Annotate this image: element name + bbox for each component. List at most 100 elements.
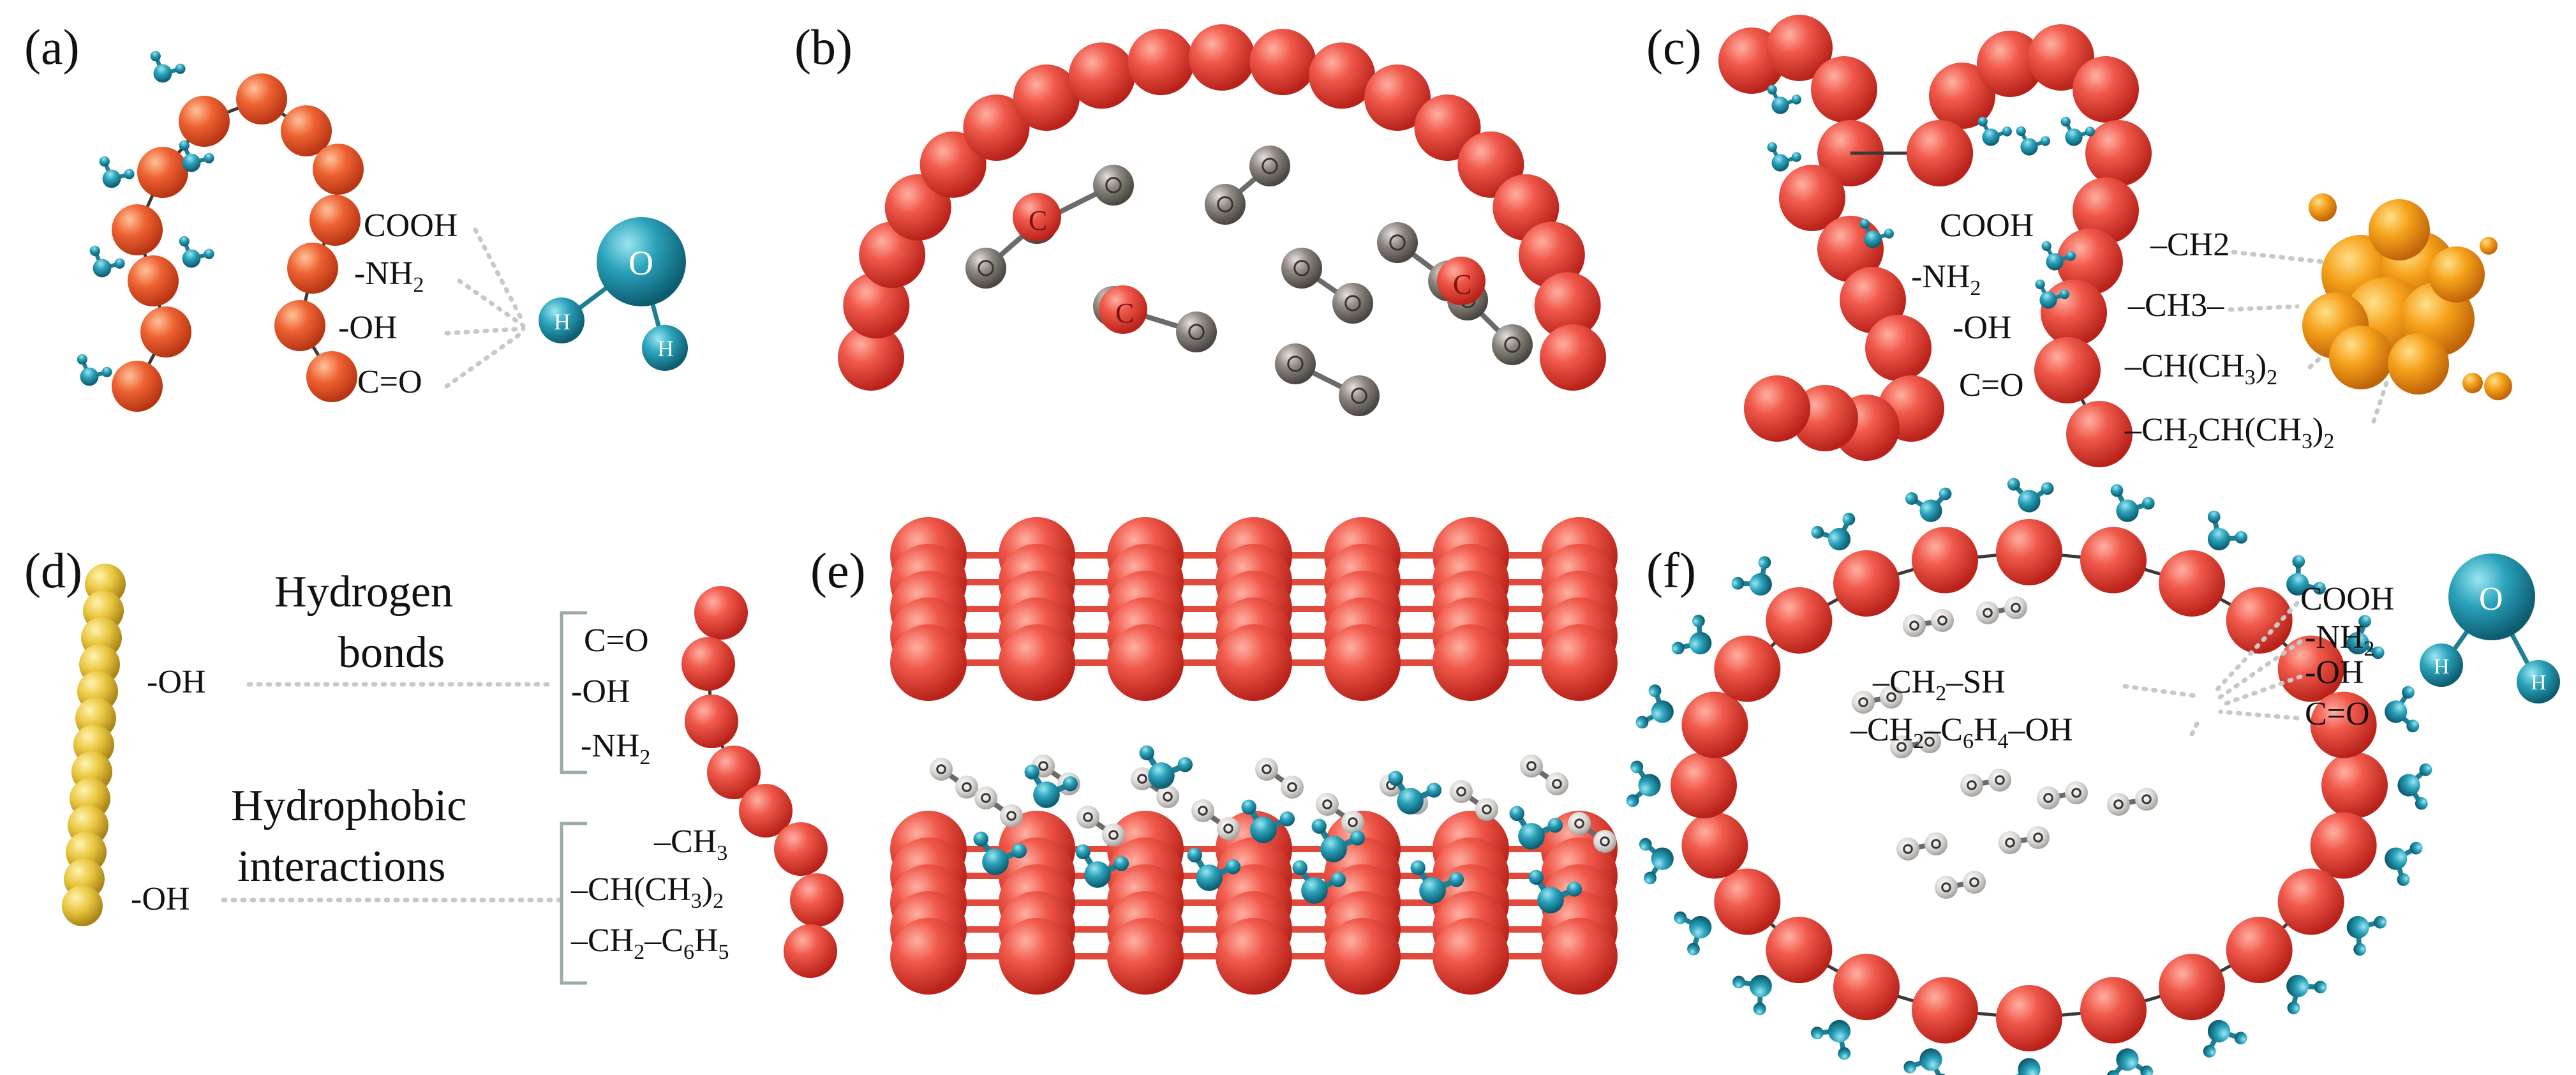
water-hydrogen xyxy=(1547,818,1563,833)
water-hydrogen xyxy=(2035,279,2045,290)
atom-mark xyxy=(1083,812,1093,822)
amino-acid-bead xyxy=(137,147,188,198)
lattice-bead xyxy=(1107,918,1184,995)
polymer-bead xyxy=(2041,280,2107,346)
water-oxygen xyxy=(2116,499,2139,522)
water-hydrogen xyxy=(179,140,190,151)
panel-a-water-molecule: O H H xyxy=(539,217,688,371)
water-molecule xyxy=(1292,860,1346,904)
water-hydrogen xyxy=(1626,794,1639,808)
gas-atom xyxy=(1249,146,1290,186)
water-hydrogen xyxy=(1977,116,1988,127)
atom-mark xyxy=(1896,742,1907,752)
panel-f-water-h2: H xyxy=(2531,671,2547,695)
panel-f-label: (f) xyxy=(1646,543,1696,598)
panel-e: (e) xyxy=(810,517,1618,995)
water-molecule xyxy=(1731,556,1772,596)
gas-atom xyxy=(1176,312,1217,352)
lattice-bead xyxy=(1541,918,1618,995)
water-oxygen xyxy=(1537,887,1564,913)
panel-a-water-h2: H xyxy=(657,336,674,361)
amino-acid-bead xyxy=(287,243,338,294)
polymer-bead xyxy=(1766,15,1833,81)
amino-acid-bead xyxy=(681,637,735,691)
polymer-bead xyxy=(1714,868,1781,935)
panel-d-hbond-title-2: bonds xyxy=(338,628,445,677)
polymer-bead xyxy=(2080,527,2147,594)
water-oxygen xyxy=(80,367,99,386)
water-oxygen xyxy=(1518,823,1545,850)
water-hydrogen xyxy=(101,366,112,377)
hydrophobic-bead xyxy=(2429,246,2485,303)
water-molecule xyxy=(1024,764,1078,808)
water-hydrogen xyxy=(1630,760,1644,774)
atom-mark xyxy=(962,782,972,792)
water-hydrogen xyxy=(2235,530,2248,544)
water-hydrogen xyxy=(1731,576,1745,590)
amino-acid-bead xyxy=(790,873,844,927)
panel-d-label: (d) xyxy=(24,543,82,598)
atom-mark xyxy=(1351,387,1367,404)
water-hydrogen xyxy=(2358,615,2371,628)
gas-atom xyxy=(1332,283,1373,324)
water-molecule xyxy=(2207,510,2248,551)
water-hydrogen xyxy=(2141,497,2155,510)
amino-acid-bead xyxy=(306,351,357,402)
panel-d-hydrophobic-title-2: interactions xyxy=(237,842,446,891)
water-molecule xyxy=(2286,975,2327,1014)
gas-atom xyxy=(2004,596,2027,619)
water-oxygen xyxy=(2346,631,2369,655)
gas-atom xyxy=(1890,735,1913,758)
gas-molecule xyxy=(1076,806,1125,846)
panel-a-group-cooh: COOH xyxy=(364,207,458,244)
water-hydrogen xyxy=(2292,555,2305,568)
water-molecule xyxy=(2346,615,2385,659)
gas-atom xyxy=(1545,772,1568,795)
gas-atom xyxy=(1492,324,1533,365)
water-hydrogen xyxy=(1567,882,1582,897)
water-molecule xyxy=(77,354,112,386)
water-hydrogen xyxy=(1767,142,1777,153)
water-hydrogen xyxy=(204,153,214,163)
water-hydrogen xyxy=(1075,844,1091,860)
polymer-bead xyxy=(1929,63,1995,129)
atom-mark xyxy=(1574,818,1584,829)
panel-e-label: (e) xyxy=(810,543,866,598)
polymer-bead xyxy=(1996,985,2062,1051)
panel-d-hydrophobic-bracket xyxy=(560,822,587,985)
water-hydrogen xyxy=(1113,856,1129,871)
water-oxygen xyxy=(1828,1019,1851,1042)
lattice-bead xyxy=(1107,624,1184,701)
water-molecule xyxy=(2385,841,2423,886)
water-molecule xyxy=(2007,477,2054,513)
lattice-bead xyxy=(1216,918,1292,995)
panel-d-protein-chain xyxy=(681,586,844,978)
polymer-bead xyxy=(2277,868,2344,935)
water-hydrogen xyxy=(1448,872,1464,887)
water-hydrogen xyxy=(99,156,110,167)
gas-molecule xyxy=(1976,596,2027,624)
water-hydrogen xyxy=(1859,218,1870,229)
water-hydrogen xyxy=(2313,582,2326,595)
polymer-bead xyxy=(1714,635,1781,702)
carbon-atom xyxy=(1013,193,1061,241)
gas-atom xyxy=(1377,222,1418,263)
polymer-bead xyxy=(1013,64,1080,131)
polymer-bead xyxy=(1833,954,1900,1021)
water-hydrogen xyxy=(1838,1047,1851,1060)
polymer-bead xyxy=(1996,519,2062,585)
panel-d-hbond-bracket xyxy=(560,611,587,774)
water-hydrogen xyxy=(2002,126,2012,137)
panel-c-chain-ch3: –CH3– xyxy=(2127,287,2224,324)
panel-a-water-h1: H xyxy=(554,309,570,335)
panel-f-water-h1: H xyxy=(2434,655,2450,679)
water-hydrogen xyxy=(2041,241,2051,252)
water-molecule xyxy=(1767,84,1801,114)
water-oxygen xyxy=(2116,1048,2139,1071)
water-hydrogen xyxy=(1758,556,1771,569)
water-molecule xyxy=(1388,771,1442,815)
water-hydrogen xyxy=(2066,251,2076,261)
amino-acid-bead xyxy=(309,195,361,246)
panel-c-group-cooh: COOH xyxy=(1940,207,2034,244)
water-oxygen xyxy=(2065,128,2083,146)
